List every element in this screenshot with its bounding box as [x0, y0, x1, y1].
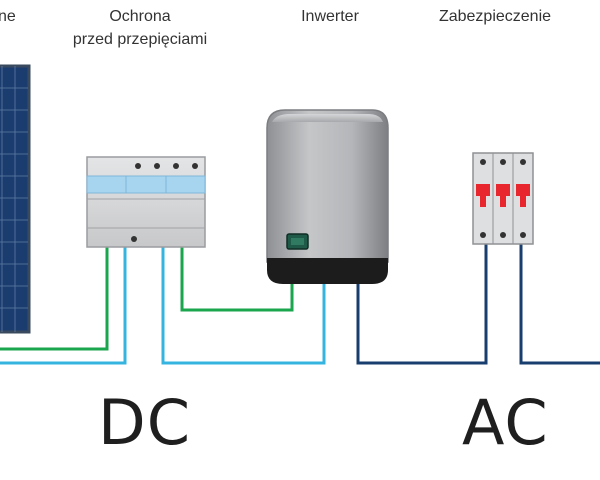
- label-protection: Zabezpieczenie: [438, 8, 552, 25]
- wires: [0, 244, 600, 365]
- section-label-ac: AC: [462, 386, 549, 459]
- dc-wire-green-left: [0, 247, 109, 351]
- ac-wire-dark-right: [519, 244, 600, 365]
- label-surge-protection: Ochrona przed przepięciami: [72, 8, 208, 48]
- solar-panel-icon: [0, 64, 31, 334]
- label-inverter: Inwerter: [301, 8, 359, 25]
- section-label-dc: DC: [98, 386, 192, 459]
- dc-wire-green-mid: [180, 247, 294, 312]
- dc-wire-lightblue-mid: [161, 247, 326, 365]
- ac-wire-dark-left: [356, 244, 488, 365]
- surge-protector-icon: [86, 156, 206, 248]
- label-panels: ne: [0, 8, 16, 25]
- dc-wire-lightblue-left: [0, 247, 127, 365]
- circuit-breaker-icon: [472, 152, 534, 245]
- inverter-icon: [266, 109, 389, 284]
